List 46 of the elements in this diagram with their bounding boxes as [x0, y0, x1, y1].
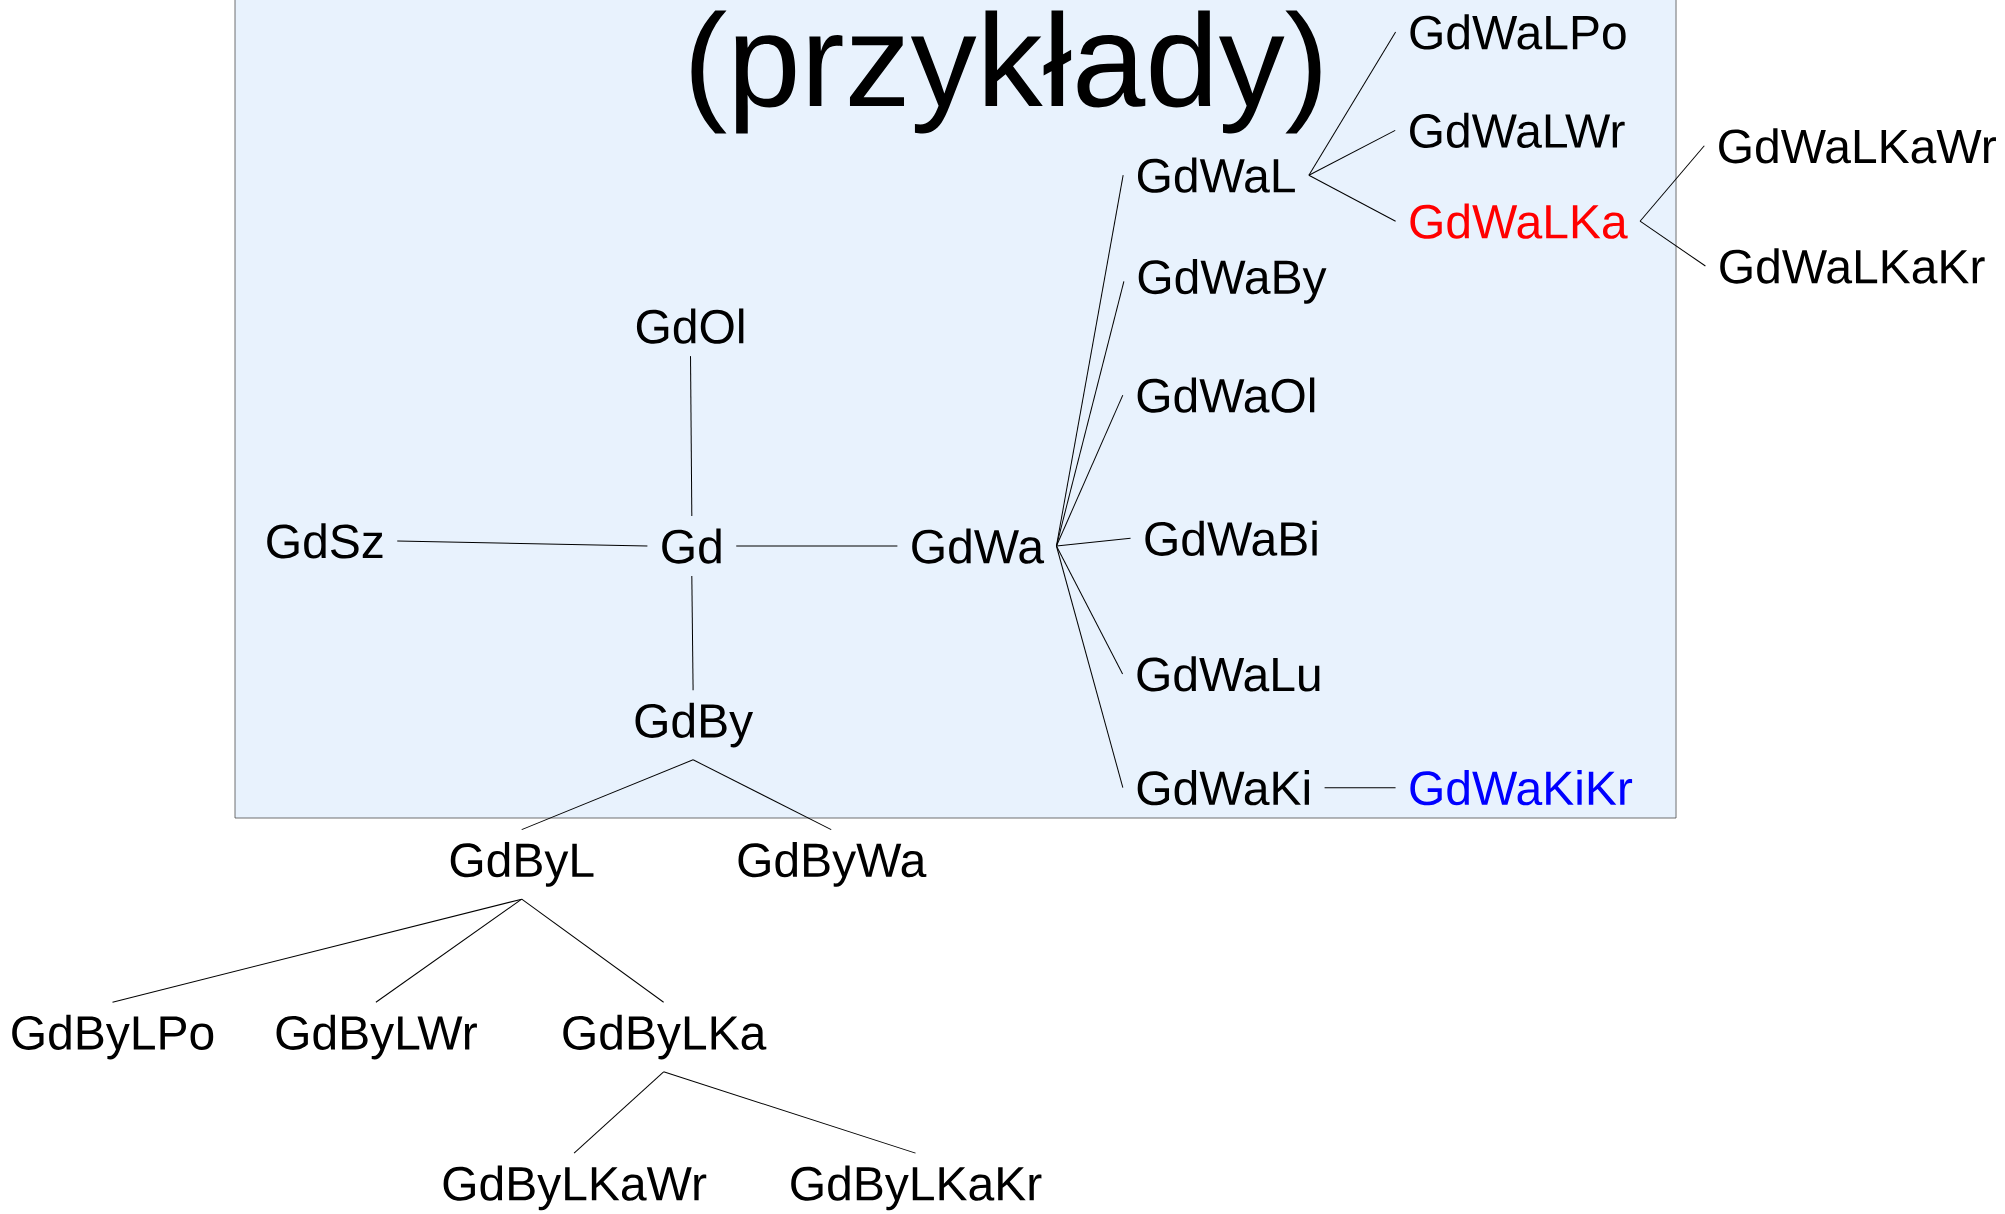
connector-line [1308, 174, 1397, 222]
connector-line [691, 575, 694, 691]
node-label: GdByLKa [563, 1014, 767, 1060]
node-label: GdByLPo [12, 1014, 214, 1060]
connector-line [1055, 394, 1124, 547]
node-label: GdWaLPo [1410, 14, 1626, 50]
node-label: GdWaKi [1137, 770, 1309, 806]
connector-line [663, 1071, 916, 1154]
connector-line [1639, 220, 1706, 267]
node-label: GdByLKaKr [791, 1165, 1042, 1211]
node-label: GdWaLu [1137, 656, 1320, 692]
node-label: GdWaL [1137, 157, 1295, 193]
node-label: GdWaBi [1145, 520, 1317, 556]
node-label: GdWaKiKr [1410, 770, 1633, 806]
connector-line [375, 898, 523, 1003]
connector-line [690, 355, 693, 517]
node-label: GdWaBy [1138, 258, 1327, 304]
connector-line [1055, 545, 1124, 789]
connector-line [521, 898, 665, 1003]
node-label: GdWaLKaWr [1719, 128, 1996, 164]
connector-line [1639, 145, 1705, 222]
node-label: Gd [662, 528, 721, 564]
node-label: GdByWa [738, 842, 927, 887]
node-label: GdByL [450, 842, 594, 887]
connector-line [692, 759, 832, 831]
connector-line [573, 1071, 665, 1154]
connector-line [1055, 280, 1125, 547]
node-label: GdByLKaWr [443, 1165, 707, 1211]
node-label: GdOl [636, 308, 744, 344]
node-label: GdWaLKaKr [1720, 248, 1985, 284]
node-label: GdSz [267, 523, 383, 559]
node-label: GdWaOl [1137, 377, 1315, 413]
node-label: GdWaLWr [1410, 112, 1625, 148]
node-label: GdBy [635, 702, 754, 748]
node-label: GdWa [912, 528, 1045, 564]
connector-line [521, 759, 694, 831]
connector-line [112, 898, 523, 1003]
title: (przykłady) [691, 10, 1321, 134]
connector-line [1308, 31, 1397, 176]
connector-line [1055, 537, 1132, 547]
connector-line [1308, 129, 1396, 176]
connector-line [735, 545, 898, 547]
node-label: GdWaLKa [1410, 203, 1628, 239]
connector-line [1324, 787, 1397, 789]
connector-line [396, 540, 648, 547]
node-label: GdByLWr [276, 1014, 477, 1060]
